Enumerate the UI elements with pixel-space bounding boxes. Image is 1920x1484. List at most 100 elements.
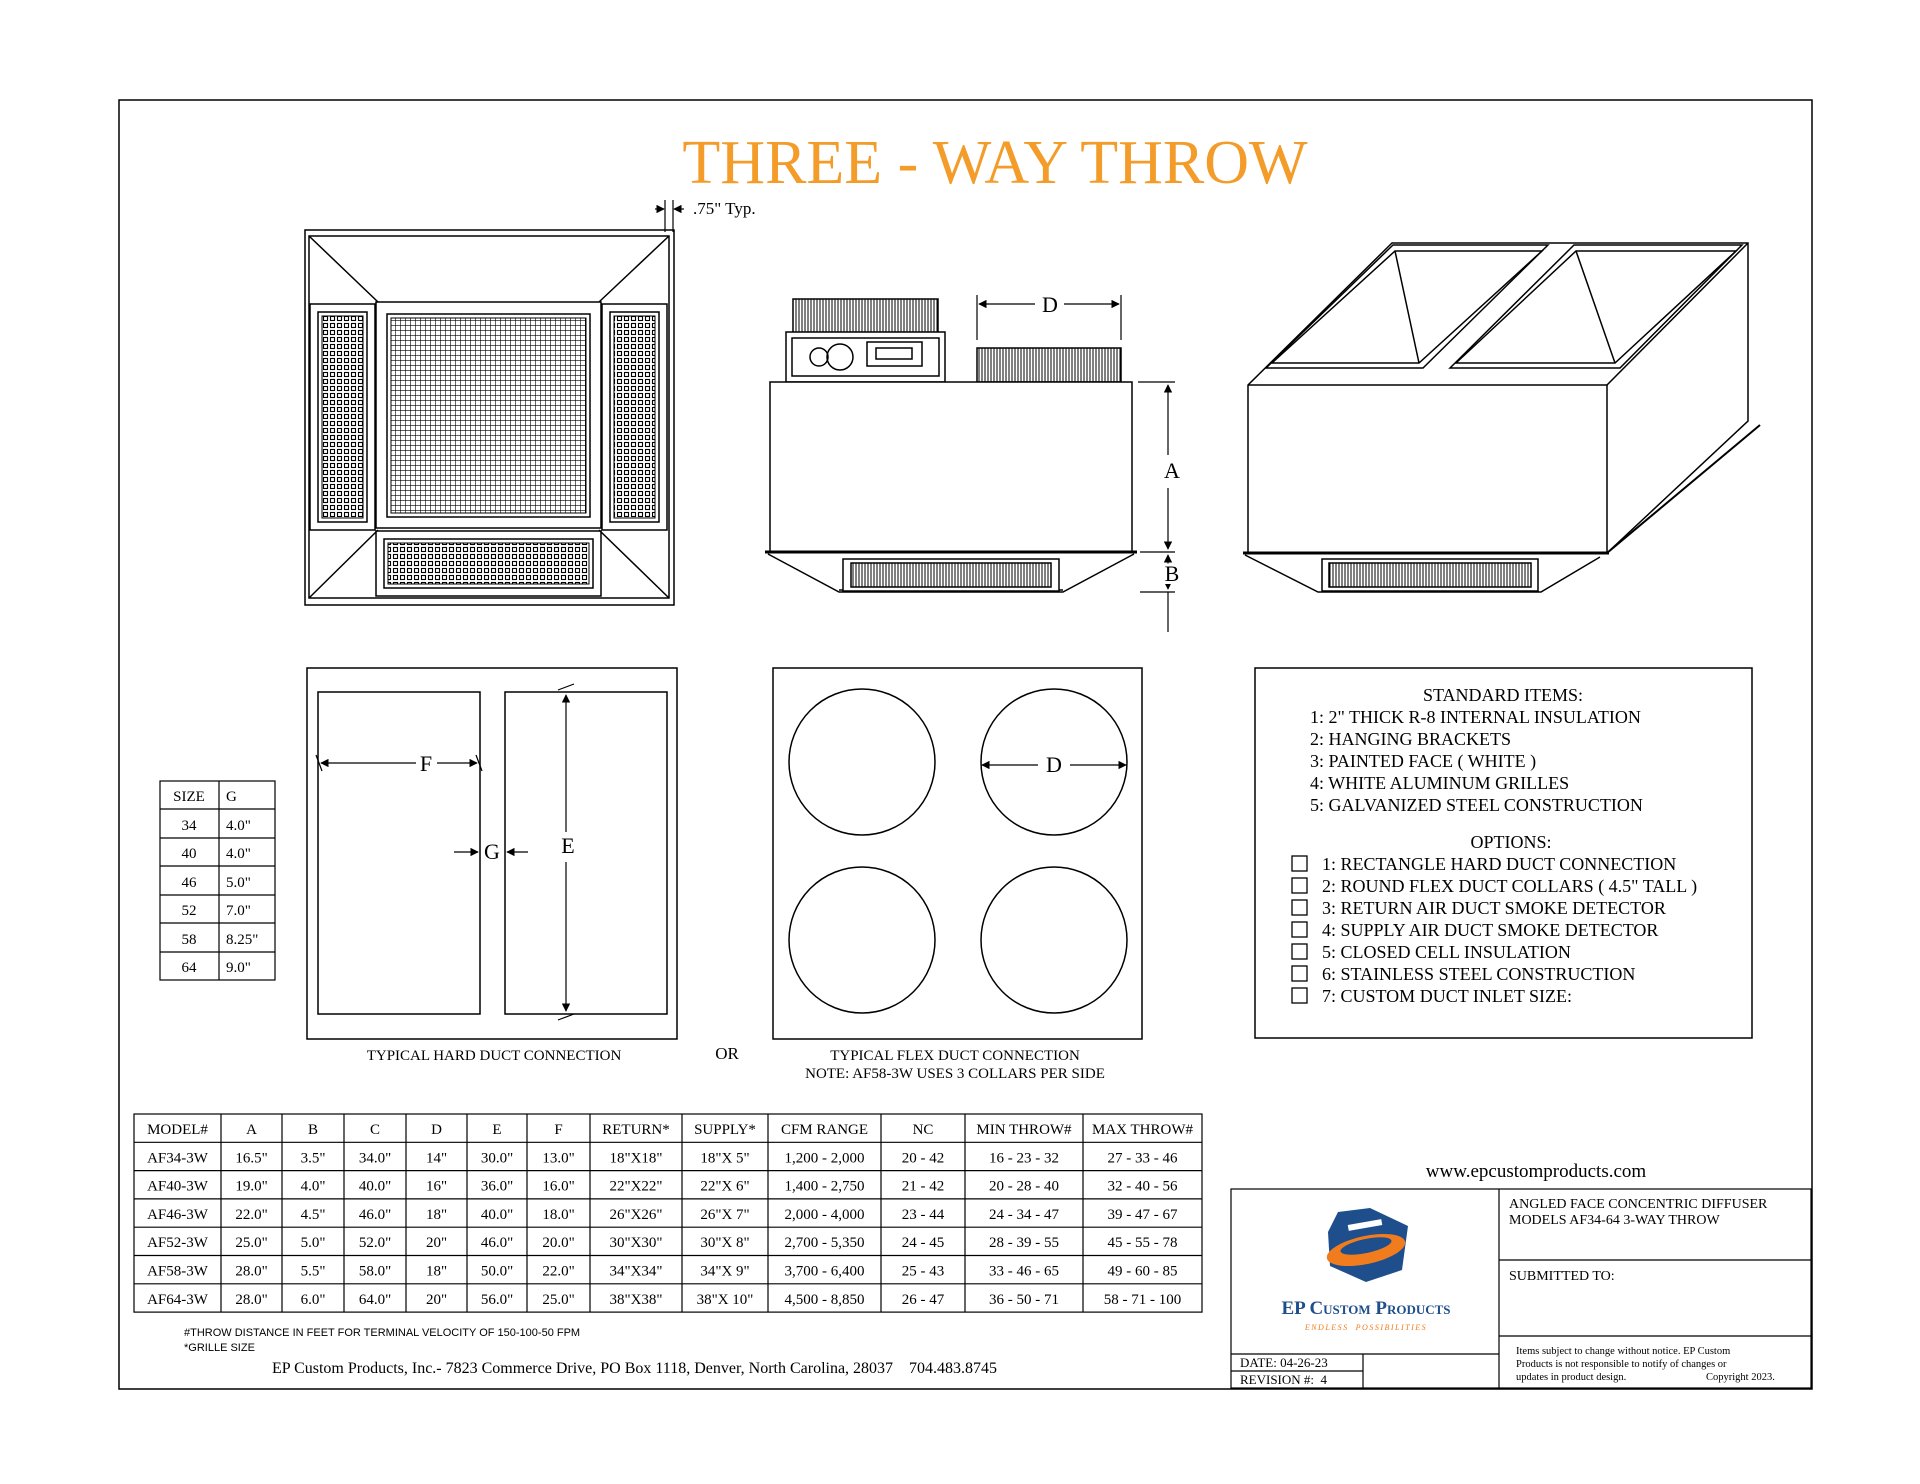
model-cell: 58.0" <box>359 1264 391 1280</box>
dim-e: E <box>561 833 574 858</box>
model-cell: 26"X 7" <box>700 1207 749 1223</box>
model-cell: AF52-3W <box>147 1235 209 1251</box>
hard-duct-caption: TYPICAL HARD DUCT CONNECTION <box>367 1048 622 1064</box>
model-cell: 20.0" <box>542 1235 574 1251</box>
model-cell: 30"X30" <box>609 1235 662 1251</box>
model-cell: 20" <box>426 1235 447 1251</box>
model-cell: 22"X 6" <box>700 1179 749 1195</box>
tb-disclaimer-3b: Copyright 2023. <box>1706 1372 1775 1383</box>
page-title: THREE - WAY THROW <box>682 129 1308 197</box>
logo-tagline: ENDLESS POSSIBILITIES <box>1304 1323 1427 1332</box>
model-cell: 38"X 10" <box>697 1292 754 1308</box>
model-cell: 58 - 71 - 100 <box>1104 1292 1182 1308</box>
side-view <box>765 298 1137 593</box>
typ-dimension <box>655 200 684 232</box>
model-cell: AF64-3W <box>147 1292 209 1308</box>
model-cell: 21 - 42 <box>902 1179 945 1195</box>
model-cell: 46.0" <box>481 1235 513 1251</box>
model-cell: 13.0" <box>542 1150 574 1166</box>
tb-disclaimer-2: Products is not responsible to notify of… <box>1516 1359 1727 1370</box>
model-cell: 18"X 5" <box>700 1150 749 1166</box>
title-block <box>1230 1188 1812 1389</box>
model-cell: AF40-3W <box>147 1179 209 1195</box>
model-cell: 24 - 45 <box>902 1235 945 1251</box>
website: www.epcustomproducts.com <box>1426 1161 1647 1182</box>
model-cell: 19.0" <box>235 1179 267 1195</box>
size-cell: 34 <box>182 818 198 834</box>
footnote-grille: *GRILLE SIZE <box>184 1342 255 1354</box>
or-label: OR <box>715 1044 739 1063</box>
option-checkbox[interactable] <box>1291 921 1308 938</box>
model-header-cell: RETURN* <box>602 1122 670 1138</box>
standard-item: 4: WHITE ALUMINUM GRILLES <box>1310 773 1569 793</box>
model-cell: 40.0" <box>359 1179 391 1195</box>
size-cell: 58 <box>182 932 197 948</box>
model-cell: 50.0" <box>481 1264 513 1280</box>
tb-revision: REVISION #: 4 <box>1240 1372 1328 1387</box>
tb-disclaimer-1: Items subject to change without notice. … <box>1516 1346 1730 1357</box>
option-checkbox[interactable] <box>1291 943 1308 960</box>
model-cell: 4,500 - 8,850 <box>785 1292 865 1308</box>
standard-item: 3: PAINTED FACE ( WHITE ) <box>1310 751 1536 772</box>
dim-d-flex: D <box>1046 752 1062 777</box>
model-cell: 16.5" <box>235 1150 267 1166</box>
standard-item: 5: GALVANIZED STEEL CONSTRUCTION <box>1310 795 1643 815</box>
standard-items-box <box>1254 667 1753 1039</box>
option-item: 7: CUSTOM DUCT INLET SIZE: <box>1322 986 1572 1006</box>
model-cell: 25.0" <box>542 1292 574 1308</box>
flex-duct-view <box>772 667 1143 1040</box>
model-cell: 34"X 9" <box>700 1264 749 1280</box>
size-cell: 64 <box>182 960 198 976</box>
model-cell: 34.0" <box>359 1150 391 1166</box>
option-checkbox[interactable] <box>1291 899 1308 916</box>
model-cell: 45 - 55 - 78 <box>1108 1235 1178 1251</box>
model-cell: 4.0" <box>301 1179 326 1195</box>
size-header-cell: SIZE <box>173 789 205 805</box>
dim-f: F <box>420 751 432 776</box>
size-cell: 46 <box>182 875 198 891</box>
model-cell: 1,400 - 2,750 <box>785 1179 865 1195</box>
model-cell: 25.0" <box>235 1235 267 1251</box>
model-cell: 33 - 46 - 65 <box>989 1264 1059 1280</box>
side-dimensions <box>976 295 1175 632</box>
model-header-cell: D <box>431 1122 442 1138</box>
option-checkbox[interactable] <box>1291 877 1308 894</box>
flex-duct-caption: TYPICAL FLEX DUCT CONNECTION <box>830 1048 1080 1064</box>
hard-duct-dimensions <box>315 683 575 1021</box>
model-cell: 18"X18" <box>609 1150 662 1166</box>
model-cell: 40.0" <box>481 1207 513 1223</box>
option-item: 5: CLOSED CELL INSULATION <box>1322 942 1571 962</box>
option-checkbox[interactable] <box>1291 855 1308 872</box>
model-cell: 56.0" <box>481 1292 513 1308</box>
model-cell: 28.0" <box>235 1292 267 1308</box>
model-cell: 36 - 50 - 71 <box>989 1292 1059 1308</box>
model-cell: 36.0" <box>481 1179 513 1195</box>
footnote-throw: #THROW DISTANCE IN FEET FOR TERMINAL VEL… <box>184 1327 580 1339</box>
model-cell: 18" <box>426 1264 447 1280</box>
options-title: OPTIONS: <box>1470 832 1551 852</box>
model-cell: 18.0" <box>542 1207 574 1223</box>
dim-b: B <box>1165 561 1180 586</box>
dim-d-side: D <box>1042 292 1058 317</box>
model-cell: 39 - 47 - 67 <box>1108 1207 1178 1223</box>
company-address: EP Custom Products, Inc.- 7823 Commerce … <box>272 1360 997 1377</box>
option-checkbox[interactable] <box>1291 987 1308 1004</box>
size-cell: 5.0" <box>226 875 251 891</box>
size-cell: 7.0" <box>226 903 251 919</box>
model-cell: 14" <box>426 1150 447 1166</box>
model-cell: 34"X34" <box>609 1264 662 1280</box>
face-view <box>304 229 675 606</box>
model-header-cell: C <box>370 1122 380 1138</box>
model-cell: 22.0" <box>542 1264 574 1280</box>
company-logo: EP Custom Products ENDLESS POSSIBILITIES <box>1281 1208 1451 1332</box>
tb-submitted: SUBMITTED TO: <box>1509 1269 1615 1284</box>
option-checkbox[interactable] <box>1291 965 1308 982</box>
size-cell: 8.25" <box>226 932 258 948</box>
size-cell: 40 <box>182 846 197 862</box>
size-header-cell: G <box>226 789 237 805</box>
model-cell: 24 - 34 - 47 <box>989 1207 1059 1223</box>
model-cell: 20 - 28 - 40 <box>989 1179 1059 1195</box>
